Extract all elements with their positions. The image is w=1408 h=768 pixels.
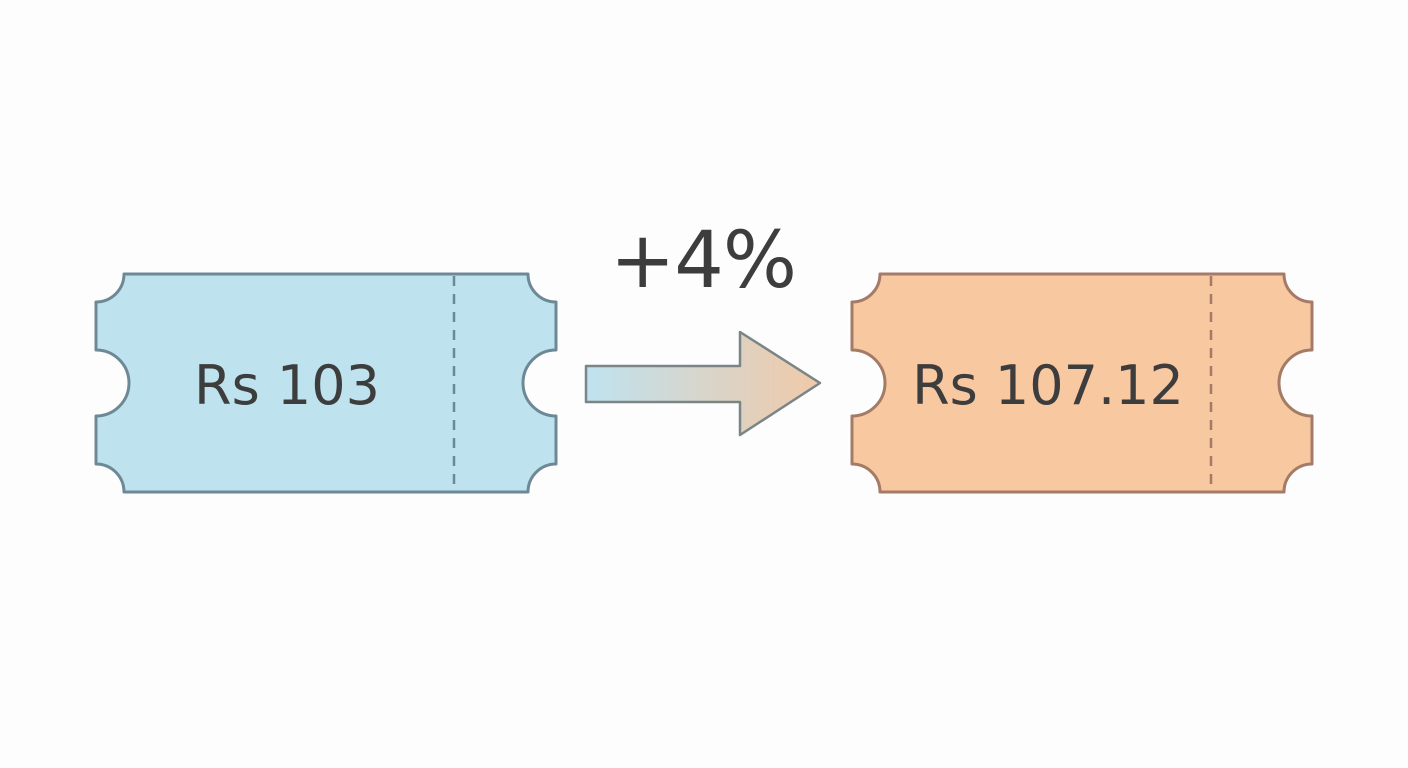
ticket-old <box>94 272 558 494</box>
ticket-old-price: Rs 103 <box>194 354 380 417</box>
percent-change-label: +4% <box>609 216 797 306</box>
ticket-new-price: Rs 107.12 <box>912 354 1184 417</box>
ticket-icon <box>94 272 558 494</box>
arrow-right-icon <box>584 330 822 437</box>
ticket-new <box>850 272 1314 494</box>
ticket-icon <box>850 272 1314 494</box>
